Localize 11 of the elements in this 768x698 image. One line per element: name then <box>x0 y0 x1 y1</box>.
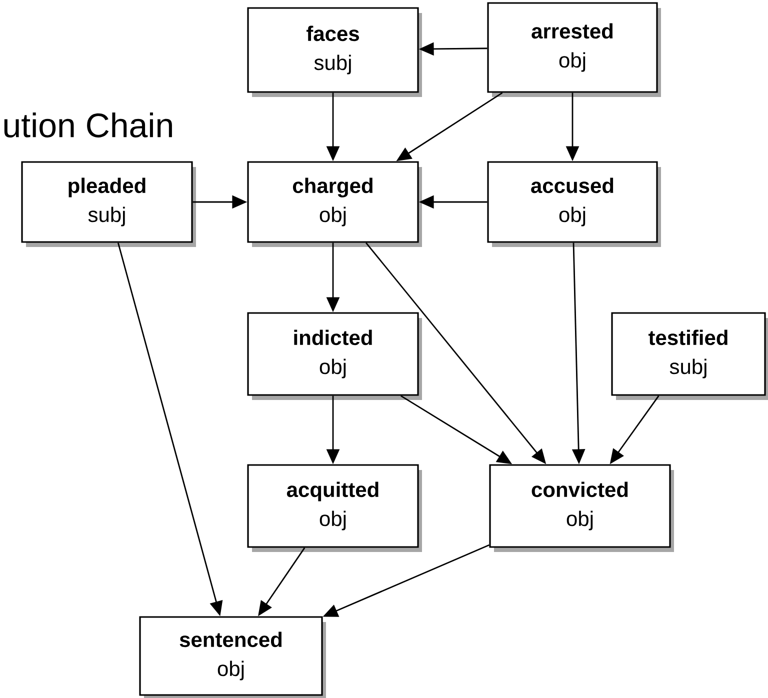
node-box: sentenced obj <box>139 616 326 698</box>
node-box: convicted obj <box>489 464 674 552</box>
node-box: arrested obj <box>487 2 661 97</box>
node-box: faces subj <box>247 7 422 97</box>
node-box: accused obj <box>487 161 661 247</box>
node-box: acquitted obj <box>247 464 422 552</box>
node-box: charged obj <box>247 161 422 247</box>
title: ution Chain <box>4 112 172 138</box>
node-box: testified subj <box>611 312 768 400</box>
node-box: pleaded subj <box>21 161 196 247</box>
node-box: indicted obj <box>247 312 422 400</box>
